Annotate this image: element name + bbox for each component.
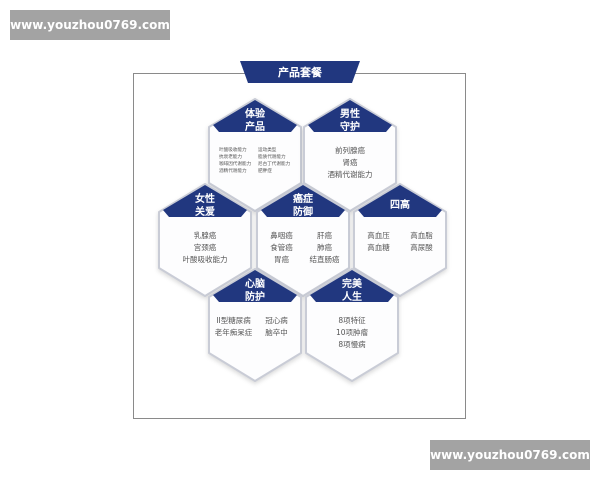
hex-cap: [308, 100, 392, 132]
hex-item: 酒精代谢能力: [219, 169, 247, 174]
banner-shape: [240, 61, 360, 83]
hex-item: 食管癌: [270, 243, 293, 252]
hex-item: 脑卒中: [265, 328, 288, 337]
hex-title-line: 完美: [342, 279, 362, 290]
hex-items: 乳腺癌宫颈癌叶酸吸收能力: [163, 230, 247, 266]
hex-title-line: 心脑: [245, 279, 265, 290]
watermark-bottom: www.youzhou0769.com: [430, 440, 590, 470]
hex-item: 高尿酸: [410, 243, 433, 252]
hex-item: 叶酸吸收能力: [182, 255, 228, 264]
hex-title-line: 关爱: [195, 207, 215, 218]
hex-title: 完美人生: [306, 278, 398, 304]
hex-item: 宫颈癌: [193, 243, 217, 252]
banner-title: 产品套餐: [278, 66, 322, 79]
hex-item: 老年痴呆症: [214, 328, 253, 337]
hex-items: 高血压 高血脂高血糖 高尿酸: [358, 230, 442, 254]
hex-title: 女性关爱: [159, 193, 251, 219]
hex-title-line: 产品: [245, 122, 265, 133]
hex-item: 结直肠癌: [309, 255, 340, 264]
hex-item: 10项肿瘤: [335, 328, 369, 337]
hex-items: 8项特征 10项肿瘤 8项慢病: [310, 315, 394, 351]
hex-item: 前列腺癌: [335, 146, 365, 155]
hex-item: 运动类型: [258, 148, 277, 153]
hex-item: II型糖尿病: [216, 316, 251, 325]
hex-item: 鼻咽癌: [270, 231, 293, 240]
hex-item: 8项特征: [338, 316, 366, 325]
hex-item: 冠心病: [265, 316, 288, 325]
hex-item: 高血糖: [367, 243, 390, 252]
hex-item: 脂质代谢能力: [258, 155, 286, 160]
hex-item: 8项慢病: [338, 340, 366, 349]
hex-card[interactable]: 体验产品叶酸吸收能力 运动类型抗衰老能力 脂质代谢能力咖啡因代谢能力 尼古丁代谢能力酒…: [209, 99, 301, 211]
hex-title-line: 防御: [293, 207, 313, 218]
hex-cap: [310, 270, 394, 302]
hex-item: 尼古丁代谢能力: [258, 162, 291, 167]
hex-title-line: 癌症: [293, 194, 313, 205]
hex-card[interactable]: 四高高血压 高血脂高血糖 高尿酸: [354, 184, 446, 296]
hex-item: 乳腺癌: [193, 231, 217, 240]
hex-cap: [358, 185, 442, 217]
hex-title: 体验产品: [209, 108, 301, 134]
hex-item: 肝癌: [317, 231, 332, 240]
hex-card[interactable]: 癌症防御鼻咽癌 肝癌食管癌 肺癌胃癌 结直肠癌: [257, 184, 349, 296]
hex-card[interactable]: 完美人生 8项特征 10项肿瘤 8项慢病: [306, 269, 398, 381]
hex-title-line: 人生: [342, 292, 362, 303]
hex-title: 癌症防御: [257, 193, 349, 219]
hex-title-line: 女性: [195, 194, 215, 205]
hex-item: 肾癌: [342, 158, 358, 167]
hex-items: 鼻咽癌 肝癌食管癌 肺癌胃癌 结直肠癌: [261, 230, 345, 266]
hex-card[interactable]: 女性关爱乳腺癌宫颈癌叶酸吸收能力: [159, 184, 251, 296]
hex-items: 前列腺癌肾癌酒精代谢能力: [308, 145, 392, 181]
hex-cap: [163, 185, 247, 217]
hex-item: 肥胖症: [258, 169, 272, 174]
hex-cap: [213, 270, 297, 302]
hex-cap: [261, 185, 345, 217]
hex-title-line: 四高: [390, 200, 410, 211]
hex-cap: [213, 100, 297, 132]
hex-title-line: 男性: [340, 109, 360, 120]
hex-item: 高血压: [367, 231, 390, 240]
hex-items: 叶酸吸收能力 运动类型抗衰老能力 脂质代谢能力咖啡因代谢能力 尼古丁代谢能力酒精代谢能…: [219, 147, 295, 175]
hex-title-line: 守护: [340, 122, 360, 133]
hex-item: 酒精代谢能力: [327, 170, 373, 179]
hex-item: 高血脂: [410, 231, 433, 240]
hex-item: 抗衰老能力: [219, 155, 242, 160]
hex-item: 咖啡因代谢能力: [219, 162, 252, 167]
hex-item: 叶酸吸收能力: [219, 148, 247, 153]
hex-title: 心脑防护: [209, 278, 301, 304]
hex-card[interactable]: 男性守护前列腺癌肾癌酒精代谢能力: [304, 99, 396, 211]
hex-card[interactable]: 心脑防护 II型糖尿病 冠心病老年痴呆症 脑卒中: [209, 269, 301, 381]
watermark-top: www.youzhou0769.com: [10, 10, 170, 40]
hex-title: 男性守护: [304, 108, 396, 134]
hex-title-line: 防护: [245, 292, 265, 303]
hex-items: II型糖尿病 冠心病老年痴呆症 脑卒中: [213, 315, 297, 339]
hex-item: 胃癌: [274, 255, 289, 264]
hex-title: 四高: [354, 199, 446, 212]
hex-item: 肺癌: [317, 243, 332, 252]
hex-title-line: 体验: [245, 109, 265, 120]
